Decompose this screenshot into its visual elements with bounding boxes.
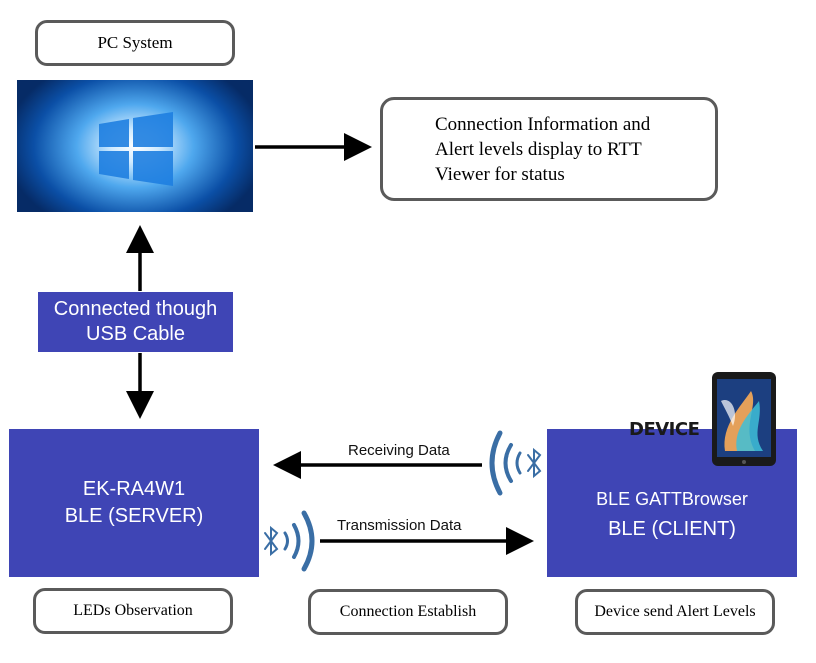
pc-system-text: PC System <box>97 33 173 52</box>
bluetooth-signal-client-icon <box>489 430 542 496</box>
server-name: EK-RA4W1 <box>82 478 186 500</box>
alert-levels-text: Device send Alert Levels <box>594 603 756 620</box>
alert-levels-box: Device send Alert Levels <box>575 589 775 635</box>
windows-logo-icon <box>99 112 173 186</box>
transmission-data-label: Transmission Data <box>337 517 462 534</box>
windows-screen-image <box>17 80 253 212</box>
usb-line2: USB Cable <box>86 323 185 345</box>
connection-establish-text: Connection Establish <box>339 603 477 620</box>
receiving-data-label: Receiving Data <box>348 442 450 459</box>
tablet-icon <box>712 372 776 466</box>
client-name: BLE GATTBrowser <box>596 489 748 509</box>
bluetooth-signal-server-icon <box>264 510 315 572</box>
device-tag: DEVICE <box>629 419 700 440</box>
server-role: BLE (SERVER) <box>64 505 204 527</box>
connection-info-box: Connection Information and Alert levels … <box>380 97 718 201</box>
leds-observation-box: LEDs Observation <box>33 588 233 634</box>
usb-line1: Connected though <box>53 298 218 320</box>
connection-info-text: Connection Information and Alert levels … <box>435 113 651 185</box>
client-role: BLE (CLIENT) <box>608 518 736 540</box>
pc-system-label: PC System <box>35 20 235 66</box>
leds-observation-text: LEDs Observation <box>73 602 193 619</box>
usb-cable-label: Connected though USB Cable <box>38 292 233 352</box>
connection-establish-box: Connection Establish <box>308 589 508 635</box>
server-block: EK-RA4W1 BLE (SERVER) <box>9 429 259 577</box>
